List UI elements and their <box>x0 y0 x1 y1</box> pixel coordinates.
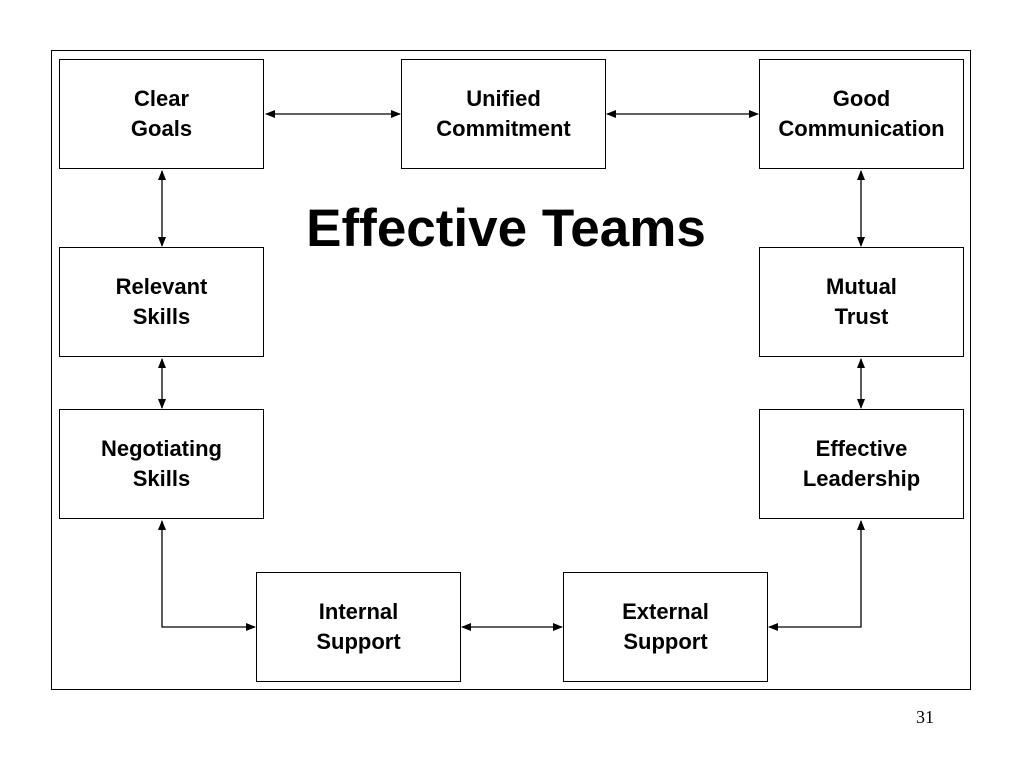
connector-external-support-effective-leadership <box>768 520 865 631</box>
node-good-communication: Good Communication <box>759 59 964 169</box>
node-good-communication-line1: Good <box>832 86 891 111</box>
diagram-frame <box>51 50 971 690</box>
node-external-support-line1: External <box>622 599 709 624</box>
node-external-support: External Support <box>563 572 768 682</box>
node-relevant-skills-line1: Relevant <box>115 274 208 299</box>
node-unified-commitment-line2: Commitment <box>436 116 571 141</box>
node-internal-support-line2: Support <box>316 629 401 654</box>
node-external-support-line2: Support <box>623 629 708 654</box>
node-effective-leadership: Effective Leadership <box>759 409 964 519</box>
node-clear-goals-line1: Clear <box>133 86 190 111</box>
node-mutual-trust: Mutual Trust <box>759 247 964 357</box>
diagram-title: Effective Teams <box>306 199 706 258</box>
node-good-communication-line2: Communication <box>778 116 945 141</box>
node-mutual-trust-line2: Trust <box>834 304 889 329</box>
node-mutual-trust-line1: Mutual <box>826 274 897 299</box>
page-number: 31 <box>916 707 934 727</box>
node-internal-support-line1: Internal <box>318 599 399 624</box>
node-clear-goals: Clear Goals <box>59 59 264 169</box>
node-internal-support: Internal Support <box>256 572 461 682</box>
node-negotiating-skills-line2: Skills <box>132 466 191 491</box>
node-negotiating-skills-line1: Negotiating <box>101 436 222 461</box>
connector-negotiating-skills-internal-support <box>158 520 256 631</box>
node-effective-leadership-line1: Effective <box>815 436 908 461</box>
node-relevant-skills: Relevant Skills <box>59 247 264 357</box>
node-unified-commitment-line1: Unified <box>466 86 541 111</box>
node-relevant-skills-line2: Skills <box>132 304 191 329</box>
node-unified-commitment: Unified Commitment <box>401 59 606 169</box>
node-clear-goals-line2: Goals <box>130 116 193 141</box>
node-effective-leadership-line2: Leadership <box>802 466 921 491</box>
node-negotiating-skills: Negotiating Skills <box>59 409 264 519</box>
